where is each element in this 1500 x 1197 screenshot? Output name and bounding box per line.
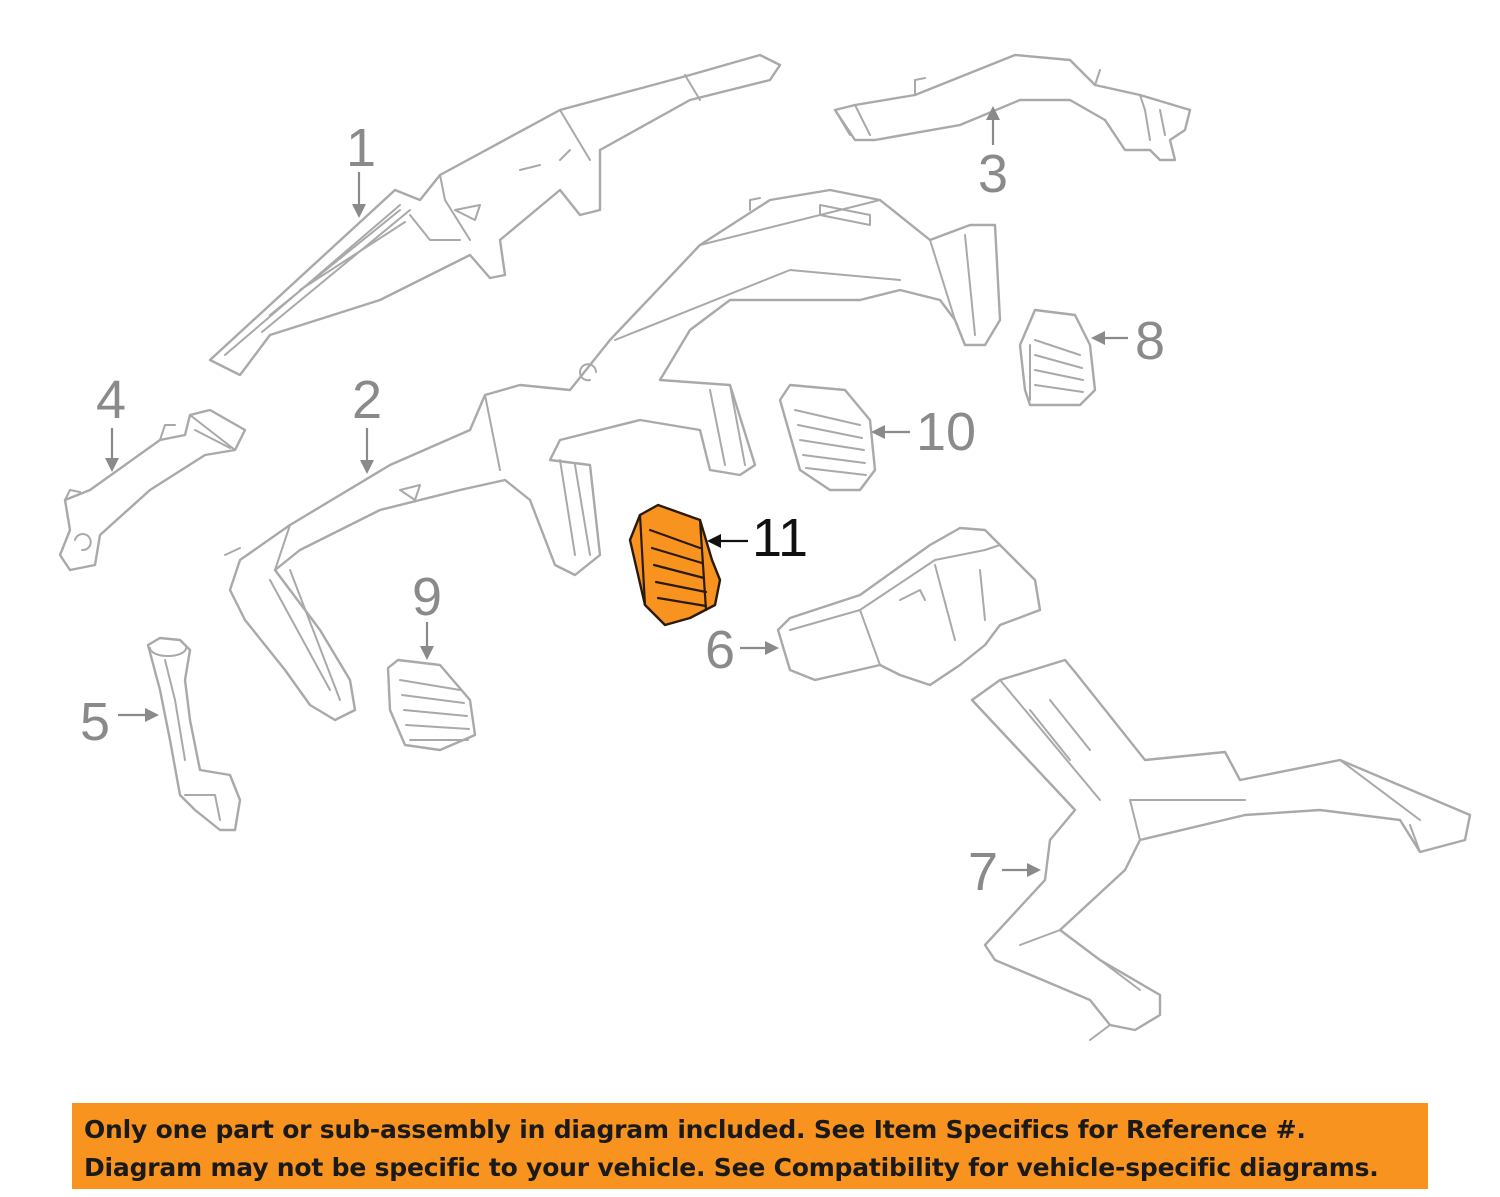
callout-11-arrow xyxy=(707,534,721,548)
callout-4-label: 4 xyxy=(96,370,126,430)
part-2-main-duct[interactable] xyxy=(224,188,1002,722)
callout-11[interactable]: 11 xyxy=(707,508,808,568)
callout-4[interactable]: 4 xyxy=(96,370,126,472)
callout-9[interactable]: 9 xyxy=(412,567,442,660)
callout-2-arrow xyxy=(360,460,374,474)
part-3-side-duct[interactable] xyxy=(833,53,1192,162)
callout-10-label: 10 xyxy=(916,402,976,462)
disclaimer-line-2: Diagram may not be specific to your vehi… xyxy=(84,1153,1379,1182)
callout-10[interactable]: 10 xyxy=(871,402,976,462)
callout-5-label: 5 xyxy=(80,692,110,752)
parts-diagram: 1 3 2 4 5 xyxy=(58,53,1472,1041)
callout-4-arrow xyxy=(105,458,119,472)
callout-5-arrow xyxy=(145,708,159,722)
part-7-floor-duct-assembly[interactable] xyxy=(970,658,1472,1041)
callout-1-label: 1 xyxy=(346,118,376,178)
callout-6-label: 6 xyxy=(705,620,735,680)
part-6-console-duct[interactable] xyxy=(776,526,1042,687)
part-10-vent[interactable] xyxy=(778,383,877,492)
callout-1-arrow xyxy=(352,204,366,218)
callout-1[interactable]: 1 xyxy=(346,118,376,218)
callout-2[interactable]: 2 xyxy=(352,370,382,474)
callout-2-label: 2 xyxy=(352,370,382,430)
callout-8-arrow xyxy=(1091,331,1105,345)
part-8-vent[interactable] xyxy=(1018,308,1097,407)
callout-10-arrow xyxy=(871,425,885,439)
part-1-defroster-duct[interactable] xyxy=(208,53,782,377)
callout-11-label: 11 xyxy=(752,508,808,568)
callout-7-label: 7 xyxy=(968,842,998,902)
callout-3-arrow xyxy=(986,106,1000,120)
callout-3-label: 3 xyxy=(978,144,1008,204)
callout-5[interactable]: 5 xyxy=(80,692,159,752)
callout-6[interactable]: 6 xyxy=(705,620,779,680)
callout-6-arrow xyxy=(765,641,779,655)
callout-9-label: 9 xyxy=(412,567,442,627)
callout-8[interactable]: 8 xyxy=(1091,311,1165,371)
callout-7[interactable]: 7 xyxy=(968,842,1041,902)
part-5-floor-duct[interactable] xyxy=(146,636,242,832)
callout-8-label: 8 xyxy=(1135,311,1165,371)
disclaimer-banner: Only one part or sub-assembly in diagram… xyxy=(72,1103,1428,1189)
callout-7-arrow xyxy=(1027,863,1041,877)
callout-3[interactable]: 3 xyxy=(978,106,1008,204)
part-9-vent[interactable] xyxy=(386,658,477,752)
disclaimer-line-1: Only one part or sub-assembly in diagram… xyxy=(84,1115,1306,1144)
callout-9-arrow xyxy=(420,646,434,660)
part-11-vent-highlighted[interactable] xyxy=(628,503,722,627)
part-4-left-duct[interactable] xyxy=(58,408,247,572)
